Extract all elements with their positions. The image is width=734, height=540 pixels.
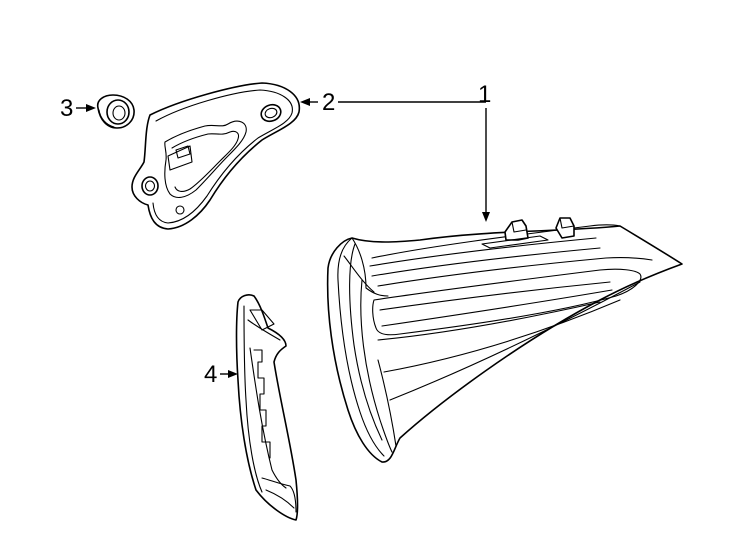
- part-3-grommet: [96, 94, 135, 129]
- callout-1-label: 1: [478, 81, 491, 108]
- callout-1: 1: [478, 81, 491, 222]
- part-1-tail-lamp: [326, 217, 683, 463]
- part-4-trim: [235, 294, 299, 521]
- part-2-gasket: [131, 82, 301, 230]
- callout-4-label: 4: [204, 361, 217, 388]
- callout-4: 4: [204, 361, 238, 388]
- callout-3-label: 3: [60, 95, 73, 122]
- callout-3: 3: [60, 95, 96, 122]
- callout-2-label: 2: [322, 89, 335, 116]
- callout-2: 2: [300, 89, 486, 116]
